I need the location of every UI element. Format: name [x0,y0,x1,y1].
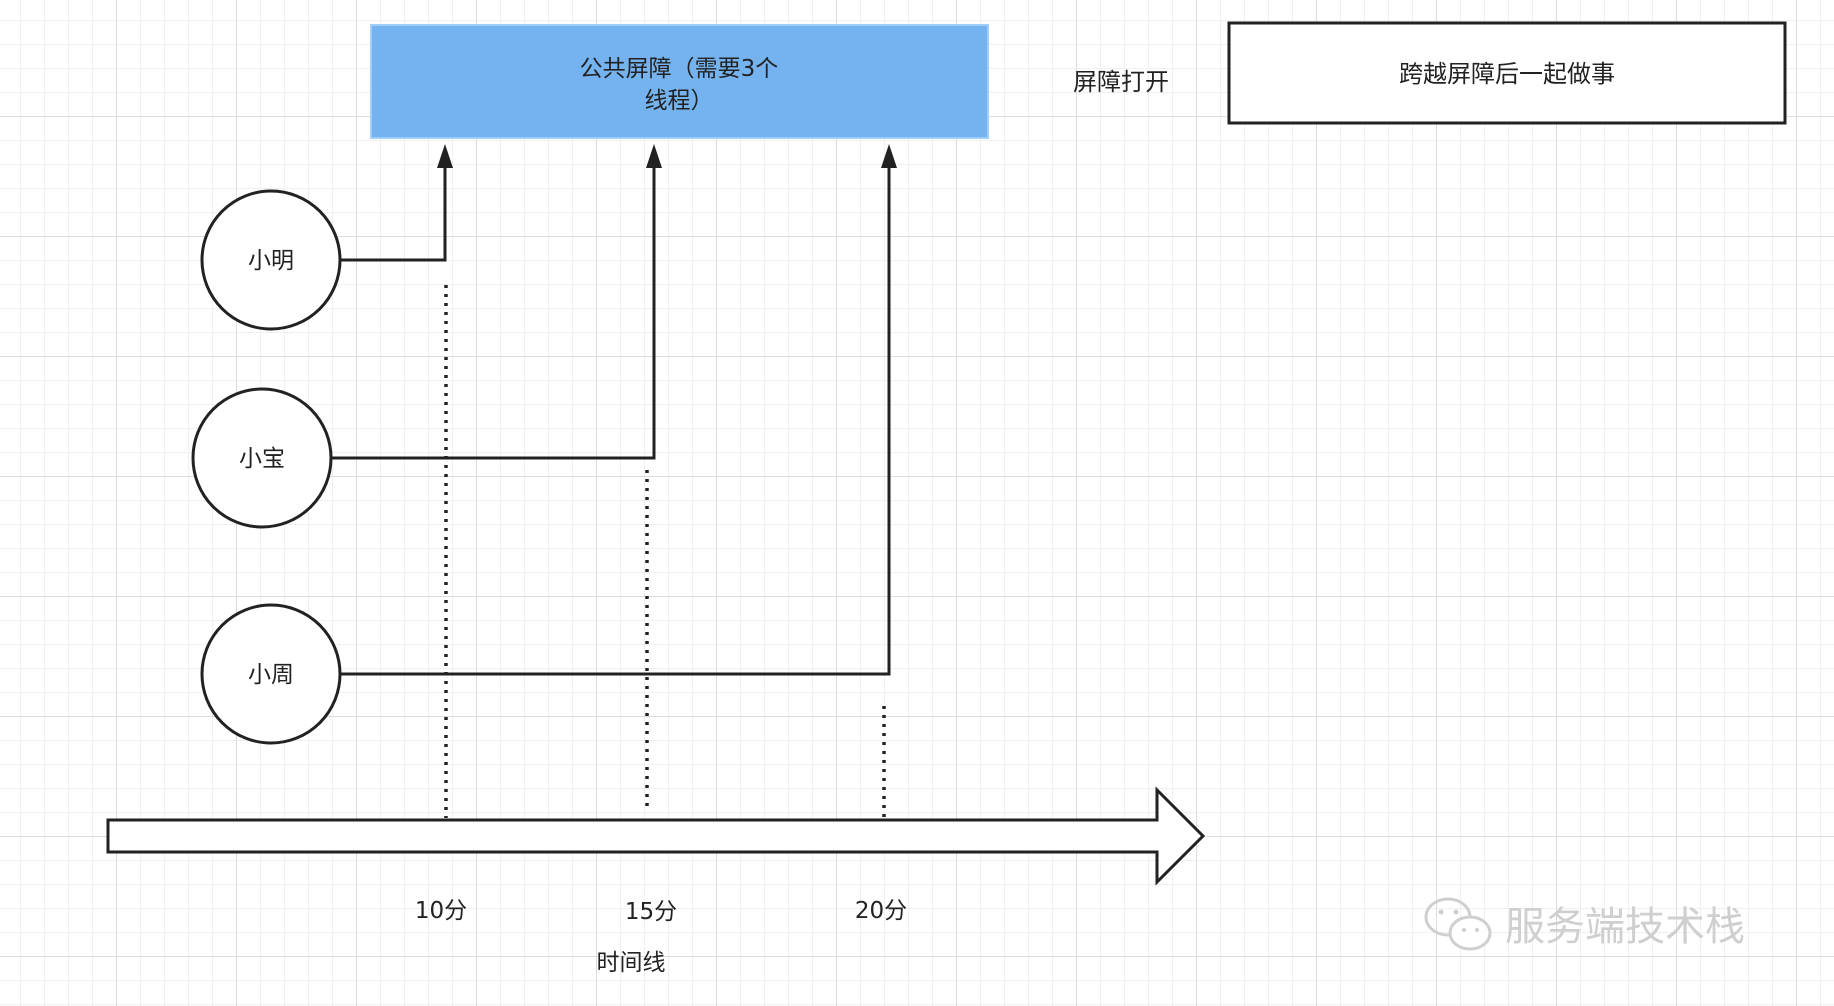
thread-label-1: 小宝 [239,446,285,472]
thread-label-0: 小明 [248,248,294,274]
thread-arrowhead-1 [646,144,662,168]
timeline-arrow [106,786,1206,886]
wechat-icon [1424,897,1492,951]
thread-path-0 [340,162,447,262]
thread-path-1 [331,162,656,460]
thread-path-2 [340,162,891,676]
thread-node-0: 小明 [200,189,342,331]
thread-arrowhead-2 [881,144,897,168]
timeline-label: 时间线 [597,950,666,976]
barrier-label-line2: 线程） [645,88,714,114]
time-label-0: 10分 [415,898,467,924]
after-barrier-box [1227,21,1787,125]
watermark-text: 服务端技术栈 [1505,904,1745,950]
barrier-label-line1: 公共屏障（需要3个 [580,56,779,82]
barrier-box [370,24,989,139]
thread-node-1: 小宝 [191,387,333,529]
barrier-open-label: 屏障打开 [1073,68,1169,96]
thread-node-2: 小周 [200,603,342,745]
thread-arrowhead-0 [437,144,453,168]
thread-label-2: 小周 [248,662,294,688]
time-label-2: 20分 [855,898,907,924]
time-label-1: 15分 [625,899,677,925]
after-barrier-label: 跨越屏障后一起做事 [1399,60,1615,88]
